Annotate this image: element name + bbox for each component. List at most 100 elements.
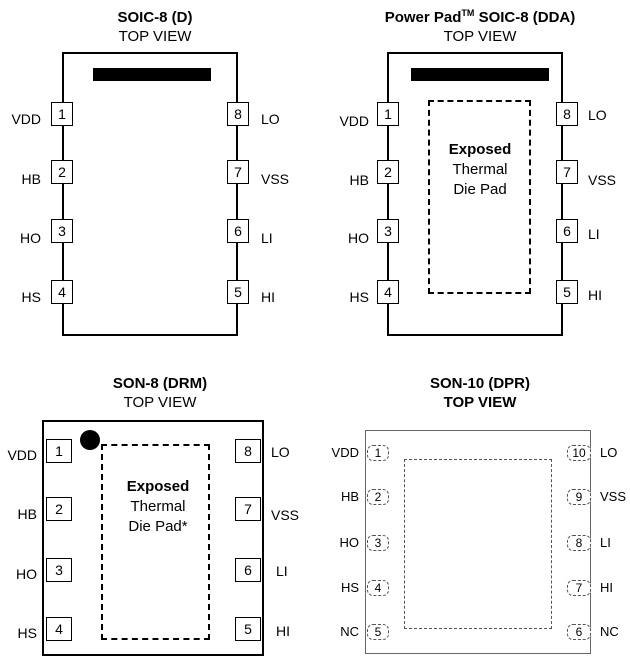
son8-pin-2: 2 [46, 497, 72, 521]
son10-pin-8-label: LI [600, 535, 611, 550]
dda-pin-1-label: VDD [339, 113, 369, 129]
son10-pin-5: 5 [367, 624, 389, 640]
son8-title: SON-8 (DRM) [112, 375, 208, 392]
son10-pin-3-label: HO [339, 535, 360, 550]
son10-title-block: SON-10 (DPR) TOP VIEW [380, 374, 580, 412]
dda-title-post: SOIC-8 (DDA) [474, 9, 576, 26]
son10-exposed-pad [404, 459, 552, 629]
soic8-pin-7-label: VSS [261, 171, 290, 187]
dda-pin-2: 2 [377, 160, 399, 184]
soic8-pin-1-label: VDD [11, 111, 41, 127]
son8-pin-1: 1 [46, 439, 72, 463]
soic8-pin-5-label: HI [261, 289, 275, 305]
dda-pin-3-label: HO [348, 230, 369, 246]
son8-title-block: SON-8 (DRM) TOP VIEW [65, 374, 255, 412]
soic8-pin-6: 6 [227, 219, 249, 243]
dda-pin-6: 6 [556, 219, 578, 243]
son8-pin-7: 7 [235, 497, 261, 521]
dda-pin-6-label: LI [588, 226, 600, 242]
son8-pin-7-label: VSS [271, 507, 300, 523]
soic8-pin-5: 5 [227, 280, 249, 304]
soic8-pin-7: 7 [227, 160, 249, 184]
son8-pin1-dot [80, 430, 100, 450]
son8-pin-5: 5 [235, 617, 261, 641]
son8-pad-line2: Thermal [130, 498, 186, 515]
dda-pin-5: 5 [556, 280, 578, 304]
son8-pad-text: Exposed Thermal Die Pad* [103, 477, 213, 537]
son8-pin-8: 8 [235, 439, 261, 463]
soic8-pin-4: 4 [51, 280, 73, 304]
soic8-package-body [62, 52, 238, 336]
son10-package-body [365, 430, 591, 654]
dda-pad-line1: Exposed [448, 141, 512, 158]
son10-pin-7: 7 [567, 580, 591, 596]
son8-subtitle: TOP VIEW [123, 394, 197, 411]
dda-pin-7-label: VSS [588, 172, 617, 188]
dda-pin1-marker-bar [411, 68, 549, 81]
dda-title-sup: TM [461, 8, 475, 18]
son10-pin-2-label: HB [340, 489, 359, 504]
soic8-pin-2: 2 [51, 160, 73, 184]
dda-pad-line3: Die Pad [453, 181, 507, 198]
son8-pin-6-label: LI [276, 563, 288, 579]
son10-pin-1: 1 [367, 445, 389, 461]
son10-pin-6: 6 [567, 624, 591, 640]
son8-pin-1-label: VDD [7, 447, 37, 463]
son8-pin-2-label: HB [17, 506, 37, 522]
son8-package-body [42, 420, 264, 656]
soic8-pin1-marker-bar [93, 68, 211, 81]
dda-title-block: Power PadTM SOIC-8 (DDA) TOP VIEW [360, 8, 600, 46]
son8-exposed-pad [101, 444, 210, 640]
son8-pad-line3: Die Pad* [128, 518, 188, 535]
soic8-pin-4-label: HS [21, 289, 41, 305]
son10-pin-10: 10 [567, 445, 591, 461]
son8-pad-line1: Exposed [126, 478, 190, 495]
dda-pin-3: 3 [377, 219, 399, 243]
soic8-title-block: SOIC-8 (D) TOP VIEW [60, 8, 250, 46]
dda-title-pre: Power Pad [384, 9, 462, 26]
son10-pin-4: 4 [367, 580, 389, 596]
soic8-subtitle: TOP VIEW [118, 28, 192, 45]
son8-pin-4: 4 [46, 617, 72, 641]
son10-pin-9-label: VSS [600, 489, 627, 504]
son8-pin-4-label: HS [17, 625, 37, 641]
dda-pin-1: 1 [377, 102, 399, 126]
dda-pin-4-label: HS [349, 289, 369, 305]
son10-pin-3: 3 [367, 535, 389, 551]
son10-subtitle: TOP VIEW [443, 394, 517, 411]
son10-pin-4-label: HS [340, 580, 359, 595]
son10-pin-1-label: VDD [331, 445, 359, 460]
son8-pin-3-label: HO [16, 566, 37, 582]
son10-pin-5-label: NC [340, 624, 359, 639]
dda-pad-text: Exposed Thermal Die Pad [427, 140, 533, 200]
soic8-title: SOIC-8 (D) [117, 9, 193, 26]
dda-subtitle: TOP VIEW [443, 28, 517, 45]
son10-title: SON-10 (DPR) [429, 375, 530, 392]
son8-pin-5-label: HI [276, 623, 290, 639]
dda-pin-5-label: HI [588, 287, 602, 303]
dda-pad-line2: Thermal [452, 161, 508, 178]
soic8-pin-3: 3 [51, 219, 73, 243]
son10-pin-6-label: NC [600, 624, 619, 639]
dda-pin-2-label: HB [349, 172, 369, 188]
soic8-pin-6-label: LI [261, 230, 273, 246]
son10-pin-9: 9 [567, 489, 591, 505]
son8-pin-3: 3 [46, 558, 72, 582]
son10-pin-7-label: HI [600, 580, 613, 595]
soic8-pin-3-label: HO [20, 230, 41, 246]
son10-pin-2: 2 [367, 489, 389, 505]
soic8-pin-1: 1 [51, 102, 73, 126]
son8-pin-8-label: LO [271, 444, 290, 460]
dda-pin-8-label: LO [588, 107, 607, 123]
soic8-pin-2-label: HB [21, 171, 41, 187]
son8-pin-6: 6 [235, 558, 261, 582]
dda-package-body [387, 52, 563, 336]
son10-pin-10-label: LO [600, 445, 618, 460]
son10-pin-8: 8 [567, 535, 591, 551]
dda-pin-4: 4 [377, 280, 399, 304]
dda-exposed-pad [428, 100, 531, 294]
dda-pin-7: 7 [556, 160, 578, 184]
dda-pin-8: 8 [556, 102, 578, 126]
soic8-pin-8: 8 [227, 102, 249, 126]
soic8-pin-8-label: LO [261, 111, 280, 127]
